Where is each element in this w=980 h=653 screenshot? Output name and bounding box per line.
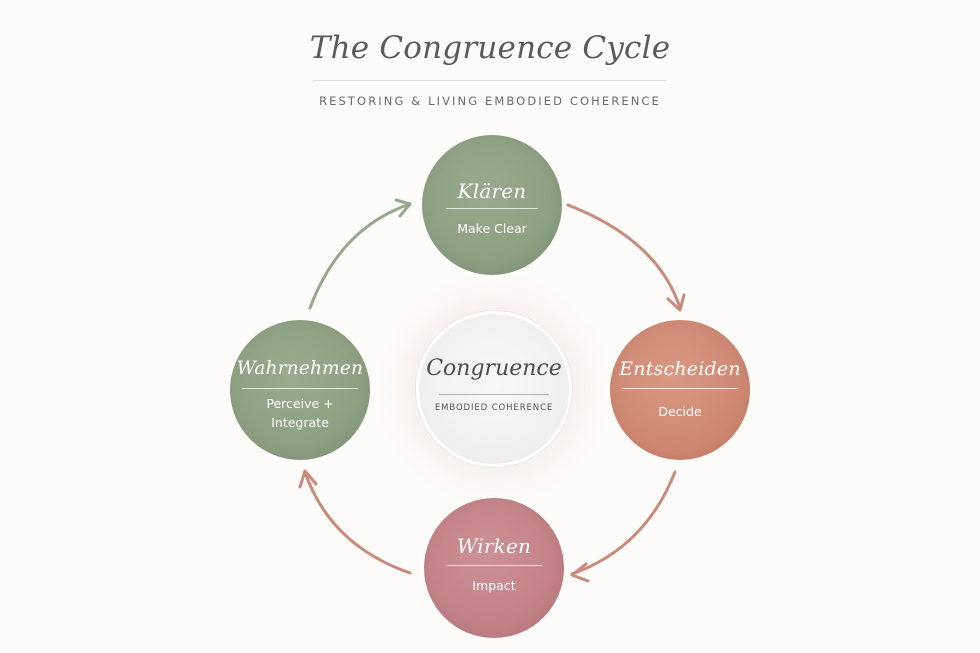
node-divider [242,388,358,389]
node-title: Klären [457,179,527,203]
center-subtitle: EMBODIED COHERENCE [434,403,554,413]
node-subtitle-line-1: Perceive + [266,396,334,411]
arrow-wirken-to-wahrnehmen [303,470,412,575]
node-entscheiden: Entscheiden Decide [610,320,750,460]
arrow-klaeren-to-entscheiden [566,203,682,310]
node-title: Wirken [456,534,532,558]
node-divider [446,208,538,209]
center-title: Congruence [426,356,562,381]
arrowhead-wirken [570,562,590,583]
node-klaeren: Klären Make Clear [422,135,562,275]
node-wahrnehmen: Wahrnehmen Perceive + Integrate [230,320,370,460]
node-title: Entscheiden [619,358,741,380]
node-wirken: Wirken Impact [424,498,564,638]
node-divider [622,388,738,389]
arrow-entscheiden-to-wirken [570,470,677,576]
arrowhead-wahrnehmen [298,469,318,489]
node-subtitle: Decide [658,404,702,419]
arrowhead-klaeren [394,198,412,218]
node-subtitle: Make Clear [457,221,527,236]
node-subtitle-line-2: Integrate [271,415,329,430]
page-title: The Congruence Cycle [309,30,671,66]
center-circle: Congruence EMBODIED COHERENCE [416,311,572,467]
title-divider [313,80,667,81]
node-divider [446,565,542,566]
node-subtitle: Impact [472,578,516,593]
arrow-wahrnehmen-to-klaeren [308,202,412,310]
arrowhead-entscheiden [666,293,686,312]
page-subtitle: RESTORING & LIVING EMBODIED COHERENCE [319,94,661,108]
node-title: Wahrnehmen [236,358,364,379]
center-divider [439,394,549,395]
